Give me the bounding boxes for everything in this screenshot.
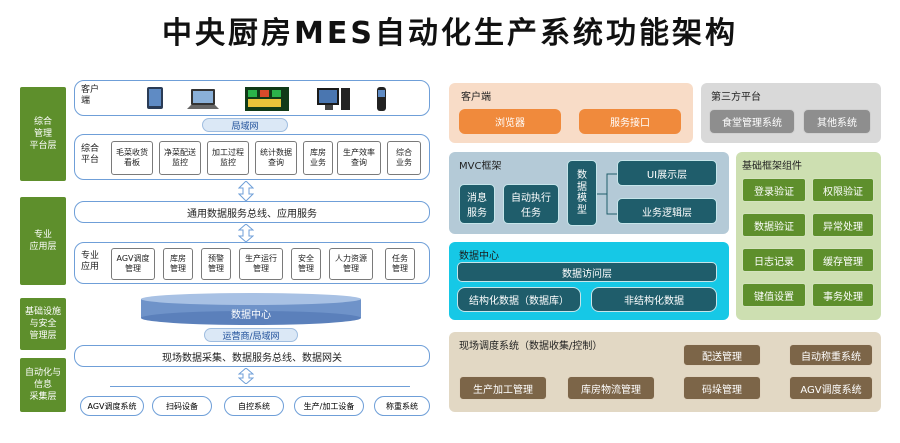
application-item: 安全 管理 (291, 248, 321, 280)
field-item: 自动称重系统 (789, 344, 873, 366)
third-party-panel: 第三方平台 食堂管理系统 其他系统 (701, 83, 881, 143)
device-box: 称重系统 (374, 396, 430, 416)
framework-item: 事务处理 (812, 283, 874, 307)
auto-task-box: 自动执行 任务 (503, 184, 559, 224)
framework-panel: 基础框架组件 登录验证 权限验证 数据验证 异常处理 日志记录 缓存管理 键值设… (736, 152, 881, 320)
message-service-box: 消息 服务 (459, 184, 495, 224)
datacenter-title: 数据中心 (459, 251, 499, 262)
layer-label-infrastructure: 基础设施 与安全 管理层 (20, 298, 66, 350)
layer-label-application: 专业 应用层 (20, 197, 66, 285)
application-item: AGV调度 管理 (111, 248, 155, 280)
datacenter-label: 数据中心 (231, 310, 271, 321)
field-scheduling-title: 现场调度系统（数据收集/控制） (459, 341, 603, 352)
field-scheduling-panel: 现场调度系统（数据收集/控制） 配送管理 自动称重系统 生产加工管理 库房物流管… (449, 332, 881, 412)
double-arrow-icon (238, 368, 254, 384)
device-box: AGV调度系统 (80, 396, 144, 416)
device-connector-line (110, 386, 410, 387)
device-box: 生产/加工设备 (294, 396, 364, 416)
application-item: 人力资源 管理 (329, 248, 373, 280)
mvc-panel: MVC框架 消息 服务 自动执行 任务 数 据 模 型 UI展示层 业务逻辑层 (449, 152, 729, 234)
browser-button: 浏览器 (459, 109, 561, 134)
double-arrow-icon (238, 224, 254, 242)
device-box: 自控系统 (224, 396, 284, 416)
mvc-title: MVC框架 (459, 161, 502, 172)
framework-item: 日志记录 (742, 248, 806, 272)
field-item: 配送管理 (683, 344, 761, 366)
framework-item: 数据验证 (742, 213, 806, 237)
mvc-connector-lines (597, 173, 617, 215)
structured-data-box: 结构化数据（数据库） (457, 287, 581, 312)
field-item: AGV调度系统 (789, 376, 873, 400)
platform-item: 加工过程 监控 (207, 141, 249, 175)
data-access-layer: 数据访问层 (457, 262, 717, 282)
platform-item: 毛菜收货 看板 (111, 141, 153, 175)
framework-item: 异常处理 (812, 213, 874, 237)
layer-label-collection: 自动化与 信息 采集层 (20, 358, 66, 412)
platform-row: 综合 平台 毛菜收货 看板 净菜配送 监控 加工过程 监控 统计数据 查询 库房… (74, 134, 430, 180)
device-box: 扫码设备 (152, 396, 212, 416)
platform-item: 净菜配送 监控 (159, 141, 201, 175)
framework-item: 缓存管理 (812, 248, 874, 272)
ui-layer-box: UI展示层 (617, 160, 717, 186)
datacenter-cylinder (141, 293, 361, 325)
other-system-button: 其他系统 (803, 109, 871, 134)
platform-item: 生产效率 查询 (337, 141, 381, 175)
page-title: 中央厨房MES自动化生产系统功能架构 (162, 16, 738, 51)
framework-title: 基础框架组件 (742, 161, 802, 172)
client-devices-icons (147, 87, 386, 111)
third-party-title: 第三方平台 (711, 92, 761, 103)
client-row-label: 客户 端 (81, 85, 100, 107)
application-item: 任务 管理 (385, 248, 415, 280)
canteen-system-button: 食堂管理系统 (709, 109, 795, 134)
data-model-box: 数 据 模 型 (567, 160, 597, 226)
service-bus-bar: 通用数据服务总线、应用服务 (74, 201, 430, 223)
double-arrow-icon (238, 181, 254, 201)
field-item: 库房物流管理 (567, 376, 655, 400)
application-row-label: 专业 应用 (81, 251, 100, 273)
framework-item: 权限验证 (812, 178, 874, 202)
framework-item: 登录验证 (742, 178, 806, 202)
platform-item: 统计数据 查询 (255, 141, 297, 175)
platform-item: 库房 业务 (303, 141, 333, 175)
framework-item: 键值设置 (742, 283, 806, 307)
application-item: 预警 管理 (201, 248, 231, 280)
field-item: 码垛管理 (683, 376, 761, 400)
application-item: 生产运行 管理 (239, 248, 283, 280)
client-panel-title: 客户端 (461, 92, 491, 103)
carrier-cloud: 运营商/局域网 (204, 328, 298, 342)
datacenter-panel: 数据中心 数据访问层 结构化数据（数据库） 非结构化数据 (449, 242, 729, 320)
client-row: 客户 端 (74, 80, 430, 116)
unstructured-data-box: 非结构化数据 (591, 287, 717, 312)
service-interface-button: 服务接口 (579, 109, 681, 134)
field-collection-bar: 现场数据采集、数据服务总线、数据网关 (74, 345, 430, 367)
platform-item: 综合 业务 (387, 141, 421, 175)
application-row: 专业 应用 AGV调度 管理 库房 管理 预警 管理 生产运行 管理 安全 管理… (74, 242, 430, 284)
platform-row-label: 综合 平台 (81, 144, 100, 166)
client-panel: 客户端 浏览器 服务接口 (449, 83, 693, 143)
field-item: 生产加工管理 (459, 376, 547, 400)
layer-label-management: 综合 管理 平台层 (20, 87, 66, 181)
application-item: 库房 管理 (163, 248, 193, 280)
business-layer-box: 业务逻辑层 (617, 198, 717, 224)
lan-cloud: 局域网 (202, 118, 288, 132)
